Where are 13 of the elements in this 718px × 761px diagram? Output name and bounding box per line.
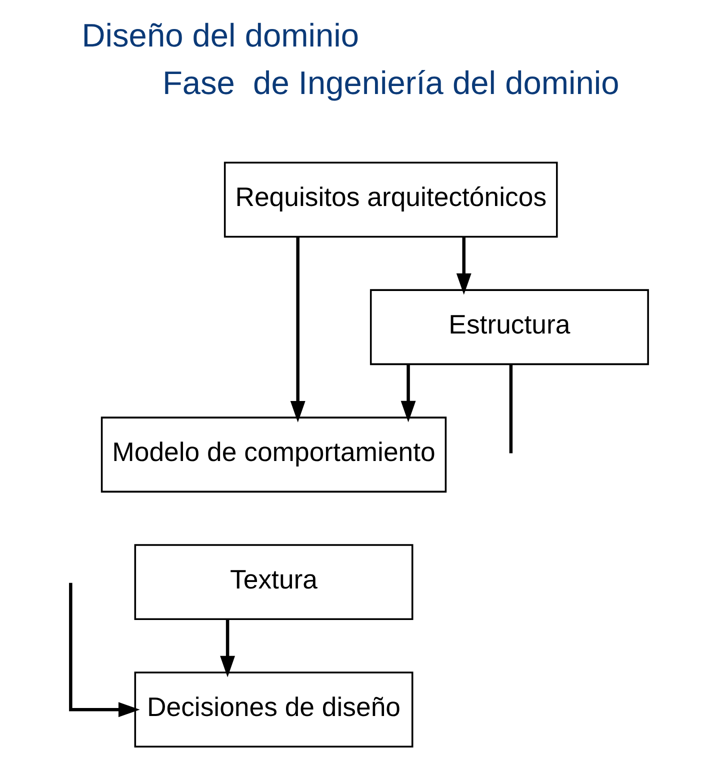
- connector: [509, 364, 513, 454]
- node-box: Decisiones de diseño: [134, 672, 414, 748]
- arrow: [400, 364, 416, 422]
- node-box: Requisitos arquitectónicos: [224, 162, 558, 238]
- label: Fase de Ingeniería del dominio: [162, 64, 620, 101]
- arrow: [69, 582, 140, 718]
- node-box: Modelo de comportamiento: [100, 416, 447, 493]
- node-box: Estructura: [370, 289, 649, 366]
- arrow: [456, 237, 472, 295]
- node-box: Textura: [134, 544, 414, 620]
- arrow: [220, 620, 236, 678]
- diagram-title: Diseño del dominio: [82, 16, 360, 54]
- arrow: [290, 236, 306, 422]
